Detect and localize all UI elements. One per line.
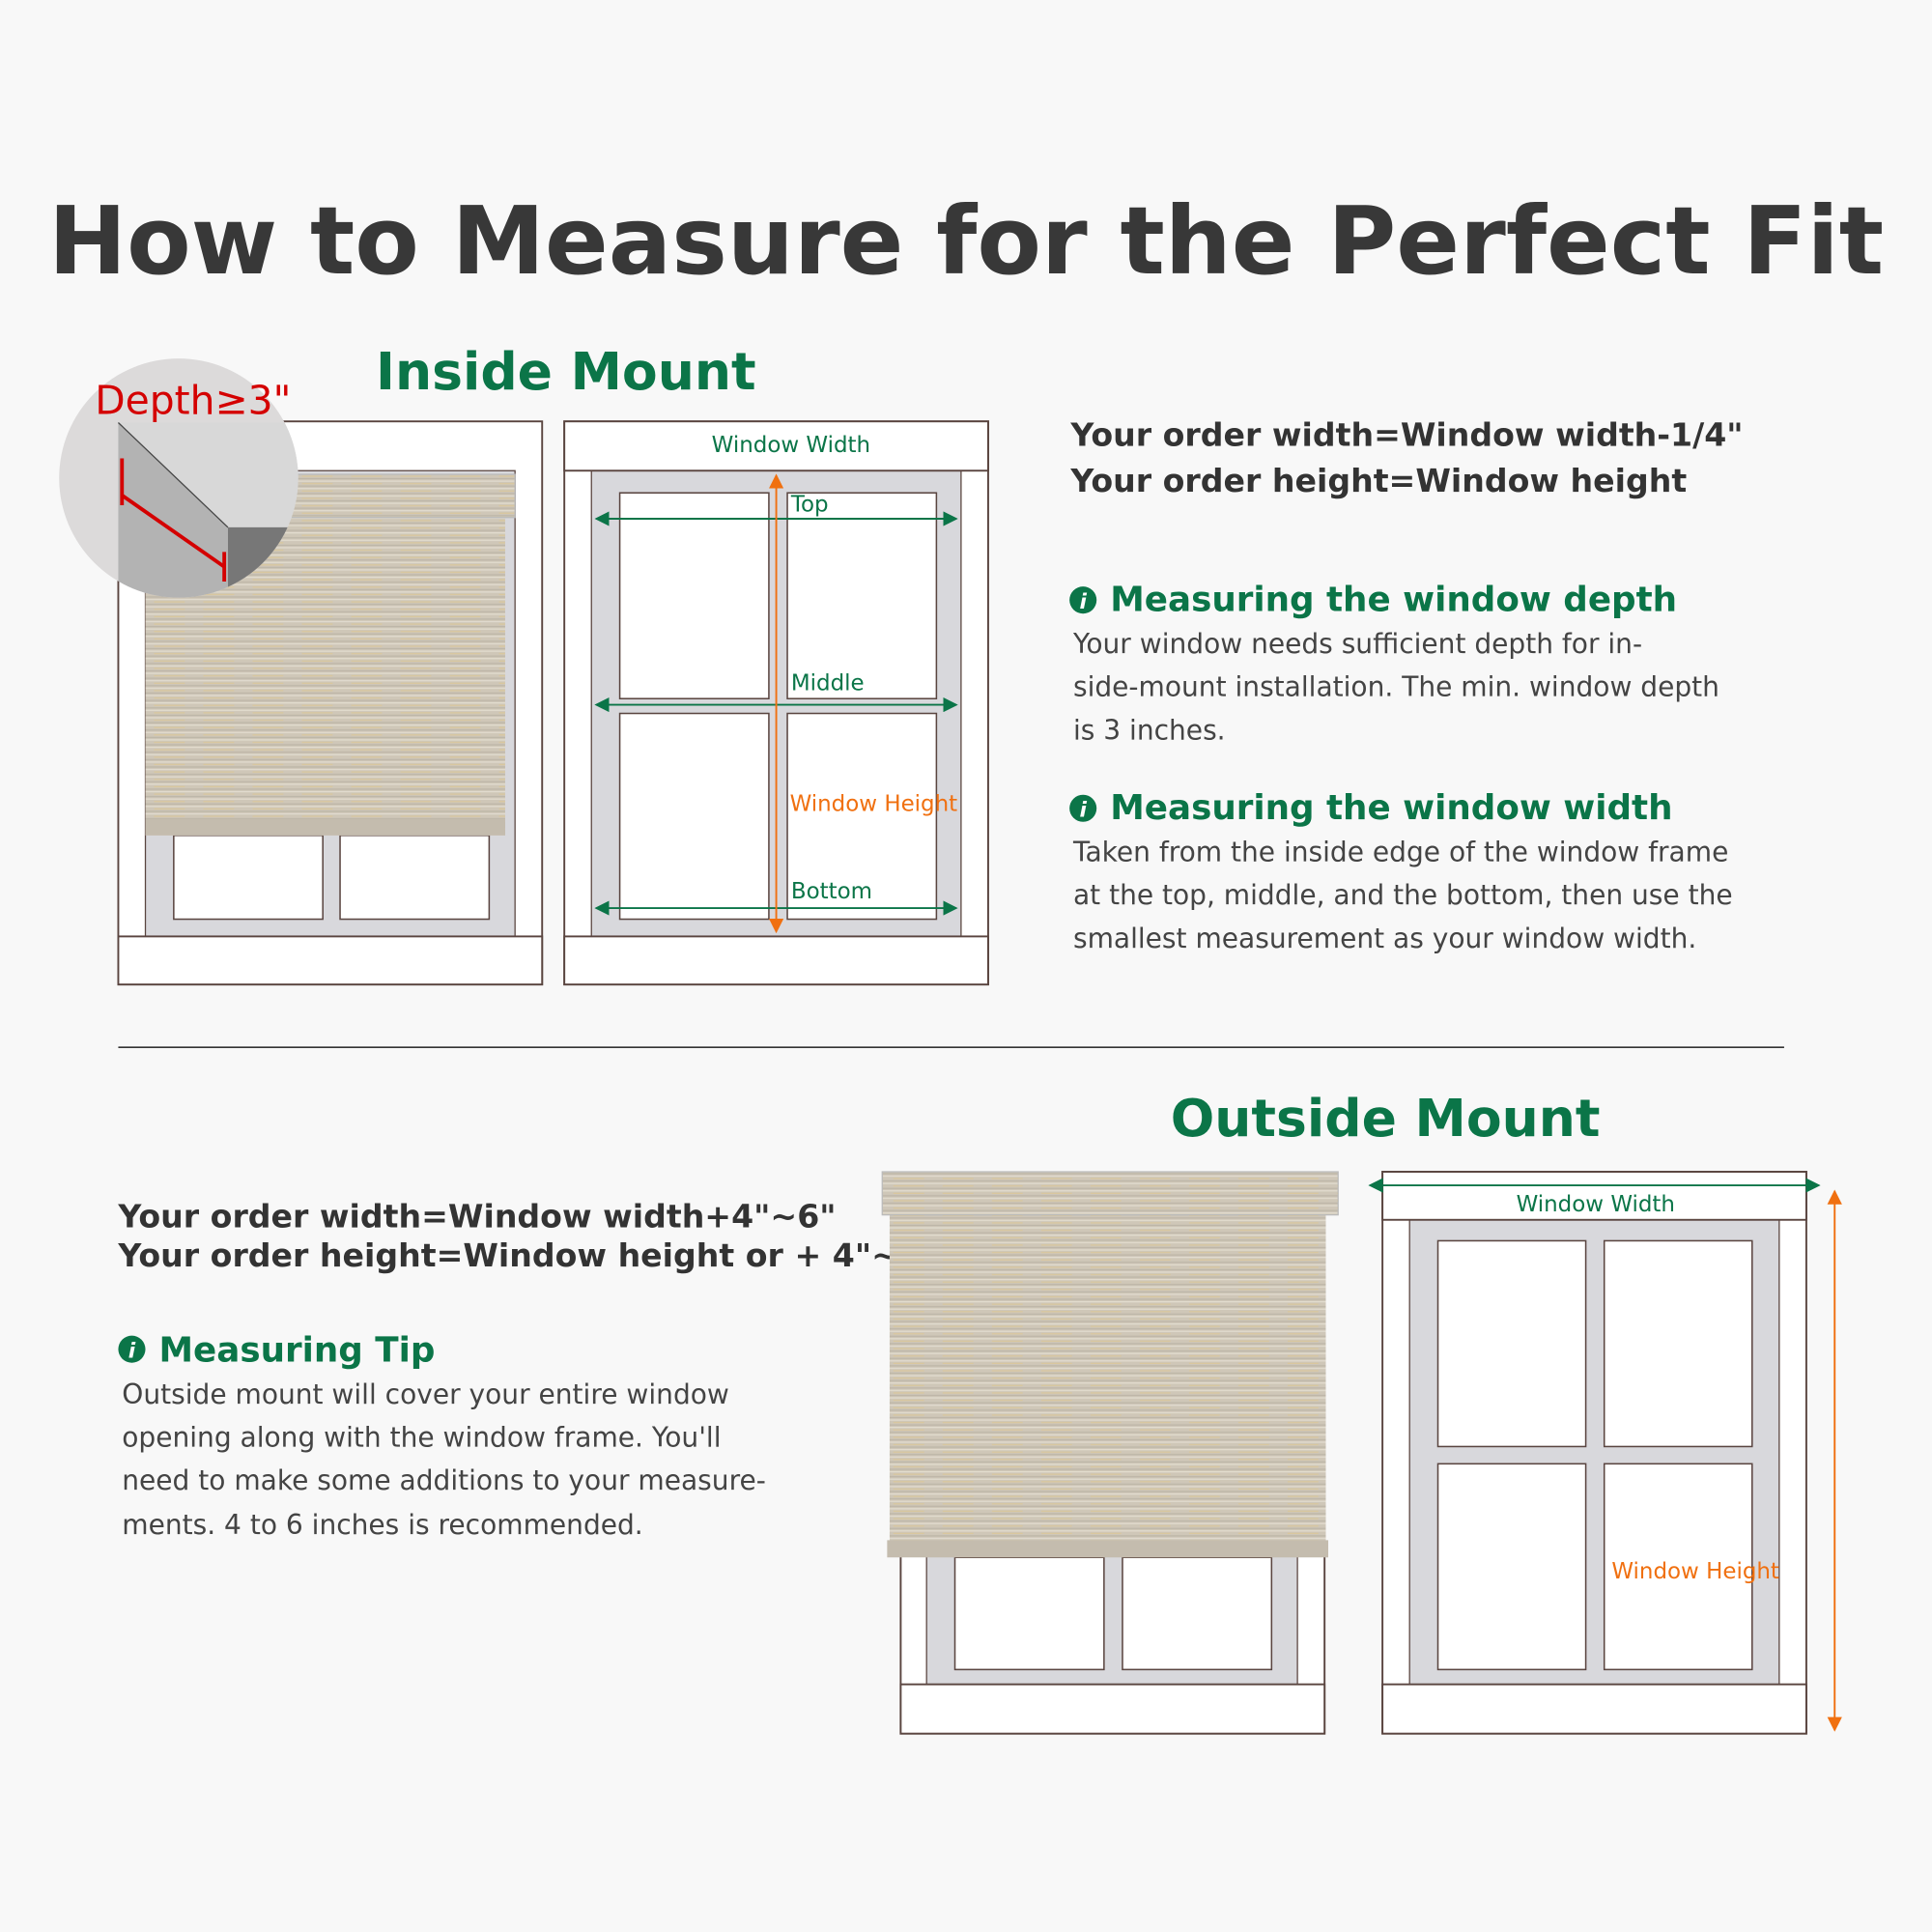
svg-text:need to make some additions to: need to make some additions to your meas… bbox=[122, 1464, 766, 1496]
svg-text:Taken from the inside edge of: Taken from the inside edge of the window… bbox=[1072, 837, 1728, 868]
info-icon bbox=[1069, 586, 1097, 614]
svg-text:is 3 inches.: is 3 inches. bbox=[1073, 714, 1226, 746]
svg-text:side-mount installation. The m: side-mount installation. The min. window… bbox=[1073, 671, 1719, 703]
outside-mount-measure-diagram bbox=[1368, 1171, 1842, 1735]
top-label: Top bbox=[790, 492, 829, 517]
depth-label: Depth≥3" bbox=[95, 378, 291, 424]
svg-text:i: i bbox=[1079, 799, 1087, 823]
svg-text:Your window needs sufficient d: Your window needs sufficient depth for i… bbox=[1072, 628, 1642, 660]
svg-text:Measuring the window depth: Measuring the window depth bbox=[1110, 581, 1677, 620]
inside-mount-measure-diagram bbox=[563, 420, 989, 986]
outside-window-height-label: Window Height bbox=[1611, 1559, 1779, 1584]
measuring-tip: i Measuring Tip Outside mount will cover… bbox=[118, 1330, 766, 1541]
inside-height-formula: Your order height=Window height bbox=[1069, 462, 1687, 499]
inside-width-formula: Your order width=Window width-1/4" bbox=[1069, 416, 1743, 454]
svg-text:opening along with the window: opening along with the window frame. You… bbox=[122, 1421, 721, 1453]
svg-text:Outside mount will cover your: Outside mount will cover your entire win… bbox=[122, 1378, 729, 1410]
svg-text:i: i bbox=[1079, 590, 1087, 614]
bottom-label: Bottom bbox=[791, 879, 872, 904]
outside-height-formula: Your order height=Window height or + 4"~… bbox=[117, 1236, 937, 1274]
svg-text:Measuring the window width: Measuring the window width bbox=[1110, 788, 1672, 828]
svg-text:smallest measurement as your w: smallest measurement as your window widt… bbox=[1073, 923, 1696, 954]
info-icon bbox=[1069, 794, 1097, 822]
outside-window-width-label: Window Width bbox=[1517, 1192, 1675, 1217]
svg-text:Measuring Tip: Measuring Tip bbox=[159, 1330, 436, 1370]
page-title: How to Measure for the Perfect Fit bbox=[48, 186, 1884, 296]
inside-mount-heading: Inside Mount bbox=[376, 341, 756, 402]
window-width-label: Window Width bbox=[712, 433, 870, 458]
outside-mount-heading: Outside Mount bbox=[1171, 1088, 1601, 1149]
middle-label: Middle bbox=[791, 670, 865, 696]
width-tip: i Measuring the window width Taken from … bbox=[1069, 788, 1733, 954]
svg-text:ments. 4 to 6 inches is recomm: ments. 4 to 6 inches is recommended. bbox=[122, 1509, 642, 1541]
info-icon bbox=[118, 1335, 146, 1363]
depth-tip: i Measuring the window depth Your window… bbox=[1069, 581, 1719, 746]
svg-text:at the top, middle, and the bo: at the top, middle, and the bottom, then… bbox=[1073, 879, 1733, 911]
svg-text:i: i bbox=[128, 1340, 136, 1364]
window-height-label: Window Height bbox=[790, 791, 958, 816]
outside-width-formula: Your order width=Window width+4"~6" bbox=[117, 1197, 836, 1235]
outside-mount-shade-illustration bbox=[881, 1171, 1339, 1735]
